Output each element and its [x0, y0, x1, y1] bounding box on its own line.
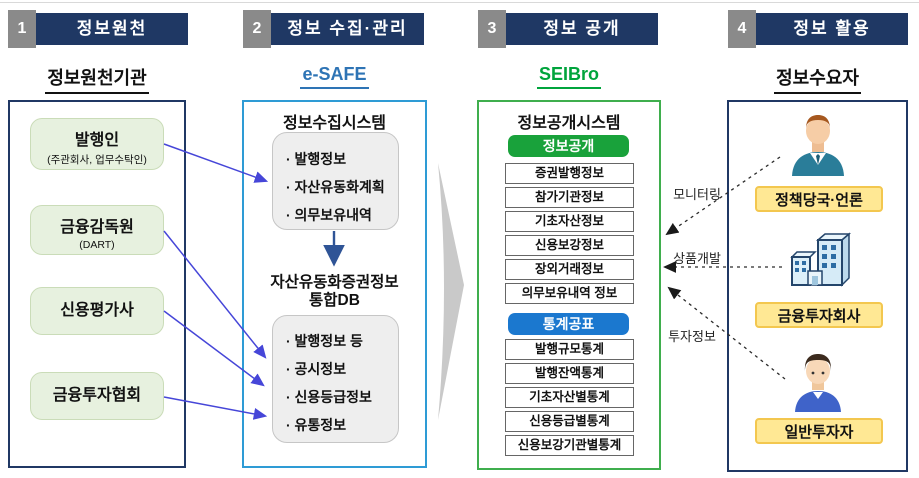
statistics-item: 기초자산별통계	[505, 387, 634, 408]
disclosure-item: 참가기관정보	[505, 187, 634, 208]
investment-info-label: 투자정보	[668, 329, 716, 344]
db-item: · 발행정보 등	[286, 333, 363, 349]
db-items-box: · 발행정보 등 · 공시정보 · 신용등급정보 · 유통정보	[272, 315, 399, 443]
db-item: · 신용등급정보	[286, 389, 372, 405]
statistics-item: 신용등급별통계	[505, 411, 634, 432]
big-right-arrow	[438, 163, 464, 420]
disclosure-item: 기초자산정보	[505, 211, 634, 232]
collection-items-box: · 발행정보 · 자산유동화계획 · 의무보유내역	[272, 132, 399, 230]
step2-number: 2	[243, 10, 271, 48]
step3-number: 3	[478, 10, 506, 48]
disclosure-system-panel: 정보공개시스템 정보공개 증권발행정보 참가기관정보 기초자산정보 신용보강정보…	[477, 100, 661, 470]
top-divider	[0, 2, 919, 3]
statistics-section-badge: 통계공표	[508, 313, 629, 335]
step4-number: 4	[728, 10, 756, 48]
consumer-label-policy-media: 정책당국·언론	[755, 186, 883, 212]
fss-sublabel: (DART)	[79, 239, 115, 251]
collection-item: · 의무보유내역	[286, 207, 372, 223]
col1-subtitle: 정보원천기관	[8, 64, 186, 94]
consumer-label-retail-investors: 일반투자자	[755, 418, 883, 444]
statistics-item: 발행잔액통계	[505, 363, 634, 384]
rating-agency-label: 신용평가사	[60, 302, 134, 319]
disclosure-item: 장외거래정보	[505, 259, 634, 280]
db-item: · 공시정보	[286, 361, 347, 377]
investor-person-icon	[787, 352, 849, 417]
collection-item: · 자산유동화계획	[286, 179, 385, 195]
col4-subtitle: 정보수요자	[727, 64, 908, 94]
step2-title: 정보 수집·관리	[271, 13, 424, 45]
disclosure-item: 신용보강정보	[505, 235, 634, 256]
col3-subtitle-seibro: SEIBro	[477, 64, 661, 90]
step1-number: 1	[8, 10, 36, 48]
integrated-db-title-line2: 통합DB	[309, 292, 360, 309]
step1-header: 1 정보원천	[8, 10, 188, 48]
collection-system-panel: 정보수집시스템 · 발행정보 · 자산유동화계획 · 의무보유내역 자산유동화증…	[242, 100, 427, 468]
disclosure-section-badge: 정보공개	[508, 135, 629, 157]
monitoring-label: 모니터링	[673, 187, 721, 202]
step1-title: 정보원천	[36, 13, 188, 45]
kofia-label: 금융투자협회	[52, 387, 142, 404]
step4-title: 정보 활용	[756, 13, 908, 45]
consumer-label-financial-firms: 금융투자회사	[755, 302, 883, 328]
source-institutions-panel: 발행인 (주관회사, 업무수탁인) 금융감독원 (DART) 신용평가사 금융투…	[8, 100, 186, 468]
collection-item: · 발행정보	[286, 151, 347, 167]
db-item: · 유통정보	[286, 417, 347, 433]
product-development-label: 상품개발	[673, 251, 721, 266]
fss-item: 금융감독원 (DART)	[30, 205, 164, 255]
issuer-item: 발행인 (주관회사, 업무수탁인)	[30, 118, 164, 170]
statistics-item: 발행규모통계	[505, 339, 634, 360]
step3-title: 정보 공개	[506, 13, 658, 45]
rating-agency-item: 신용평가사	[30, 287, 164, 335]
issuer-label: 발행인	[74, 132, 120, 149]
step3-header: 3 정보 공개	[478, 10, 658, 48]
col2-subtitle-esafe: e-SAFE	[242, 64, 427, 90]
disclosure-item: 의무보유내역 정보	[505, 283, 634, 304]
statistics-item: 신용보강기관별통계	[505, 435, 634, 456]
integrated-db-title-line1: 자산유동화증권정보	[270, 274, 399, 291]
kofia-item: 금융투자협회	[30, 372, 164, 420]
disclosure-system-title: 정보공개시스템	[517, 115, 621, 132]
disclosure-item: 증권발행정보	[505, 163, 634, 184]
step4-header: 4 정보 활용	[728, 10, 908, 48]
step2-header: 2 정보 수집·관리	[243, 10, 424, 48]
business-person-icon	[785, 114, 851, 181]
issuer-sublabel: (주관회사, 업무수탁인)	[47, 154, 147, 166]
integrated-db-title: 자산유동화증권정보 통합DB	[244, 274, 425, 310]
building-icon	[778, 230, 858, 299]
fss-label: 금융감독원	[60, 219, 134, 236]
collection-system-title: 정보수집시스템	[282, 115, 387, 132]
information-consumers-panel: 정책당국·언론 금융투자회사	[727, 100, 908, 472]
